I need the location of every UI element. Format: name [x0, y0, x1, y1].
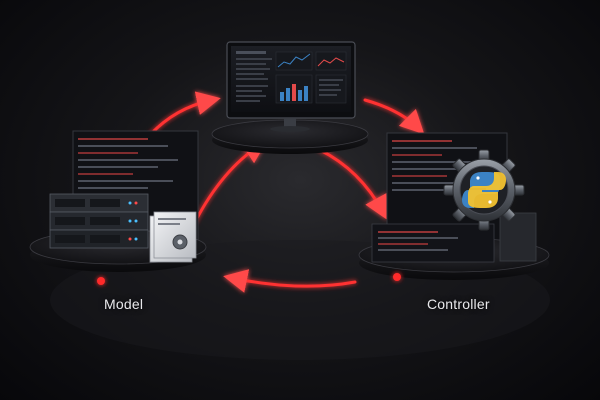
- controller-node: [359, 133, 549, 281]
- model-label: Model: [104, 296, 143, 312]
- model-node: [30, 131, 206, 285]
- document-gear-icon: [150, 212, 196, 262]
- arrow-model-to-view-inner: [195, 145, 260, 222]
- controller-label: Controller: [427, 296, 490, 312]
- view-node: [212, 42, 368, 154]
- arrow-view-to-controller: [365, 100, 418, 128]
- gear-python-icon: [444, 150, 524, 230]
- arrow-model-to-view: [150, 100, 212, 135]
- monitor-icon: [227, 42, 355, 132]
- arrow-view-to-controller-inner: [320, 150, 383, 212]
- server-rack-icon: [50, 194, 148, 248]
- controller-indicator: [393, 273, 401, 281]
- model-indicator: [97, 277, 105, 285]
